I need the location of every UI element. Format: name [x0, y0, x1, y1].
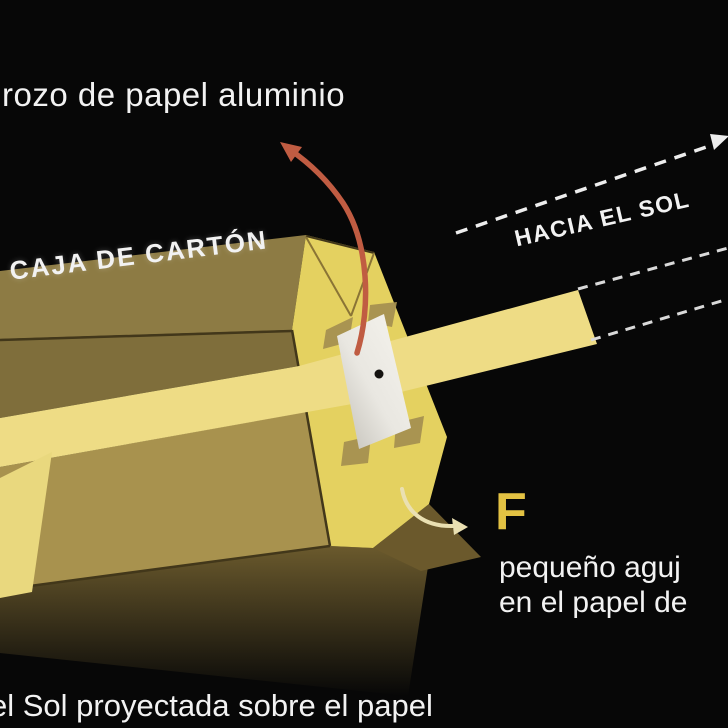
aluminum-foil	[323, 302, 424, 466]
box-top-face	[0, 235, 306, 339]
pinhole-arrow-icon	[400, 487, 468, 535]
pinhole-caption: pequeño aguj en el papel de	[499, 551, 688, 621]
pinhole-focus-letter: F	[495, 483, 527, 541]
end-face-crease-right	[350, 252, 375, 317]
box-bottom-fold-edge	[0, 544, 331, 592]
box-inner-wall	[0, 330, 299, 418]
pinhole-caption-line2: en el papel de	[499, 585, 688, 619]
foil-label: rozo de papel aluminio	[2, 76, 346, 113]
pinhole-dot	[374, 369, 384, 379]
cardboard-box	[0, 235, 481, 696]
box-end-left-edge	[290, 329, 332, 547]
sun-dashed-line-middle	[577, 246, 728, 291]
sun-dashed-line-upper	[455, 141, 719, 235]
light-beam	[0, 290, 597, 467]
box-front-face	[0, 411, 330, 591]
light-beam-exit	[0, 452, 52, 598]
end-face-crease-left	[305, 236, 352, 317]
pinhole-caption-line1: pequeño aguj	[499, 551, 681, 584]
projection-caption: el Sol proyectada sobre el papel	[0, 688, 433, 723]
box-bottom-flap	[373, 504, 481, 571]
box-rim-edge	[0, 329, 293, 342]
foil-rectangle	[337, 314, 411, 449]
sun-direction-lines	[455, 134, 728, 342]
box-front-shadow	[0, 546, 429, 696]
sun-arrowhead-icon	[710, 134, 728, 150]
sun-dashed-line-lower	[590, 297, 728, 342]
foil-arrow-icon	[280, 142, 369, 356]
